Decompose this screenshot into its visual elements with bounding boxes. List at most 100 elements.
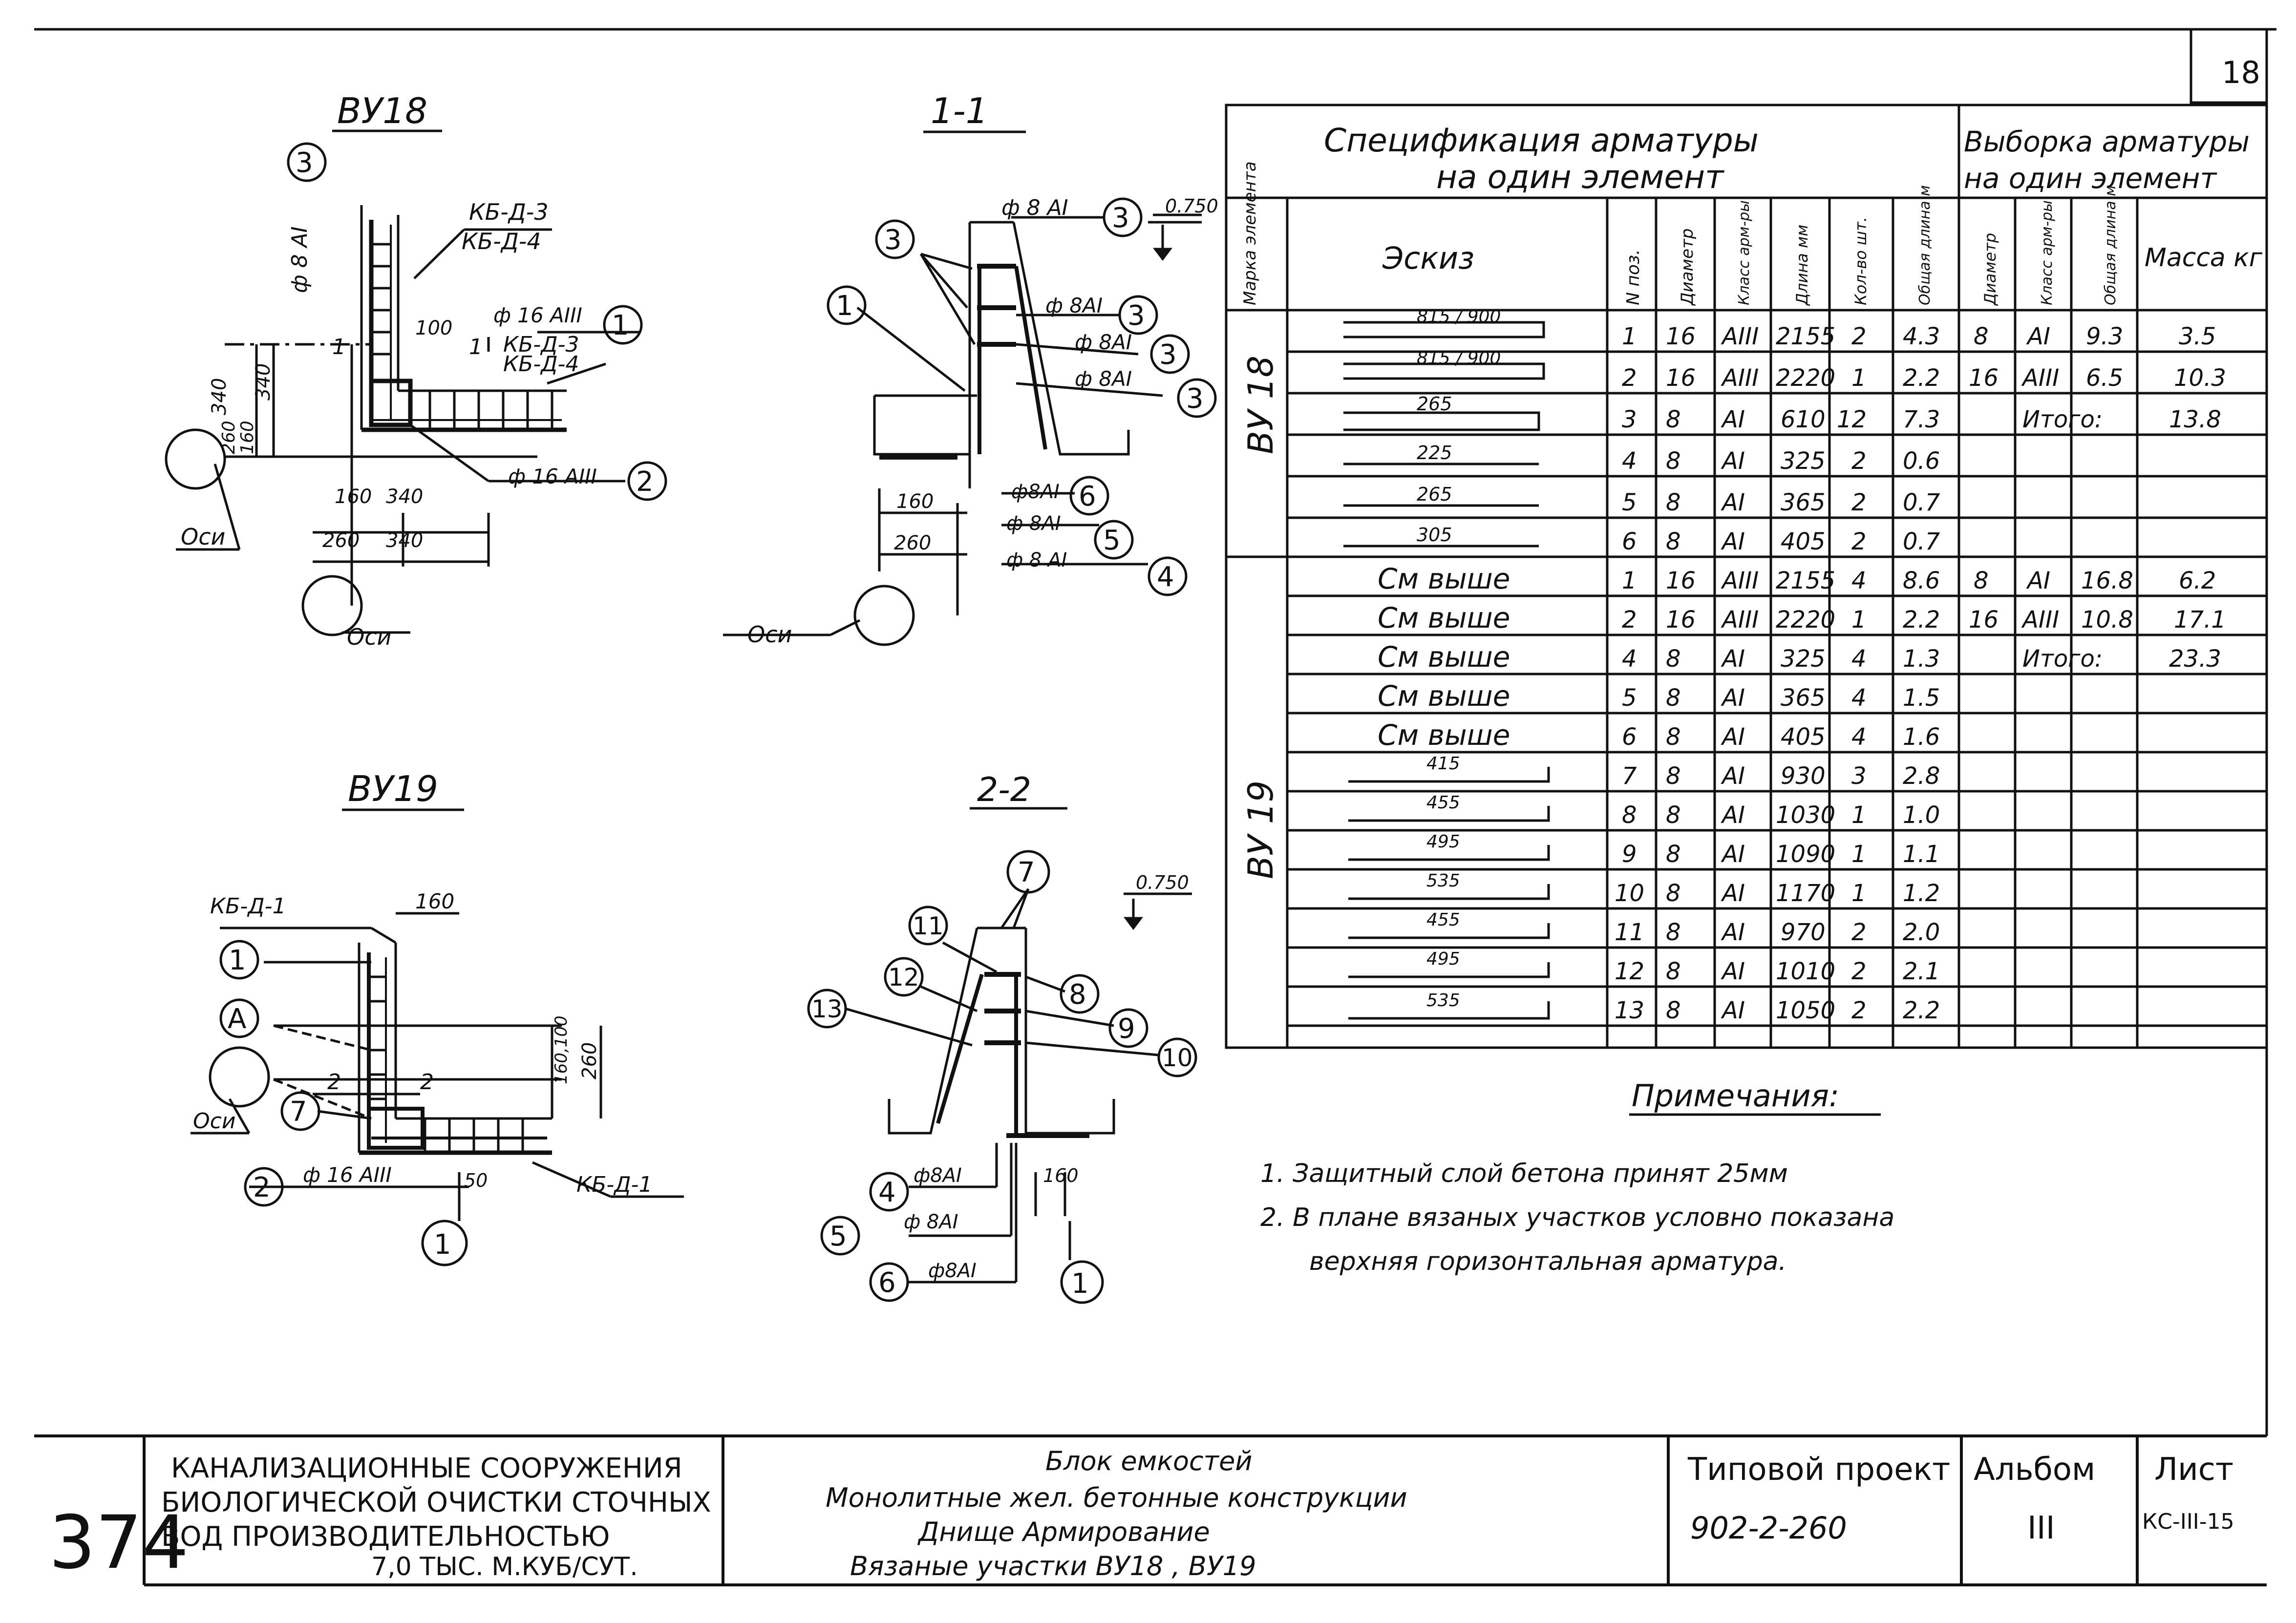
sec11-bar-5: ф 8АI (1006, 512, 1061, 535)
row-pos: 4 (1622, 645, 1637, 673)
row-pos: 3 (1622, 406, 1637, 433)
tb-org-3: ВОД ПРОИЗВОДИТЕЛЬНОСТЬЮ (161, 1521, 610, 1553)
col-mark: Марка элемента (1240, 161, 1260, 305)
row-diam: 8 (1666, 528, 1681, 555)
row-class: АI (1721, 958, 1745, 985)
vu18-dim-b160: 160 (335, 485, 372, 508)
row-pos: 5 (1622, 489, 1637, 516)
row-qty: 1 (1851, 841, 1867, 868)
sec22-dim-160: 160 (1043, 1165, 1079, 1186)
sec22-bar-4: ф8АI (914, 1164, 962, 1187)
row-sketch: См выше (1378, 601, 1510, 634)
vu18-dim-340b: 340 (252, 363, 275, 400)
col-sel-class: Класс арм-ры (2039, 200, 2056, 305)
sel-total: 9.3 (2086, 323, 2123, 350)
row-total: 1.2 (1903, 880, 1940, 907)
spec-rows-vu18: 815 / 900 1 16 АIII 2155 2 4.3 815 / 900… (1417, 307, 2226, 555)
col-diam: Диаметр (1678, 229, 1697, 306)
tb-desc-2: Монолитные жел. бетонные конструкции (826, 1482, 1407, 1513)
row-qty: 4 (1851, 567, 1867, 594)
row-diam: 8 (1666, 684, 1681, 712)
row-sketch: 495 (1426, 832, 1460, 852)
row-length: 365 (1781, 489, 1826, 516)
sec11-dim-260: 260 (894, 532, 931, 554)
sec22-callout-12: 12 (888, 963, 919, 991)
row-qty: 2 (1851, 997, 1867, 1024)
note-2: 2. В плане вязаных участков условно пока… (1260, 1203, 1894, 1232)
row-total: 2.2 (1903, 997, 1940, 1024)
row-total: 1.5 (1903, 684, 1940, 712)
sel-class: АI (2026, 567, 2050, 594)
row-length: 1090 (1776, 841, 1835, 868)
sec22-bar-6: ф8АI (928, 1260, 977, 1282)
sel-diam: 8 (1974, 567, 1989, 594)
tb-code: 374 (49, 1500, 189, 1585)
tb-sheet-value: КС-III-15 (2142, 1509, 2234, 1534)
row-total: 0.7 (1903, 528, 1940, 555)
row-sketch: См выше (1378, 679, 1510, 713)
sel-sum-label: Итого: (2022, 645, 2103, 673)
vu19-title: ВУ19 (348, 768, 438, 809)
col-qty: Кол-во шт. (1851, 217, 1870, 305)
vu18-kb-top-2: КБ-Д-4 (462, 228, 541, 254)
vu19-dim-160: 160 (415, 889, 454, 913)
selection-title-line2: на один элемент (1964, 162, 2217, 195)
row-class: АIII (1721, 606, 1759, 633)
row-pos: 6 (1622, 723, 1637, 751)
sec22-callout-11: 11 (913, 912, 944, 940)
sec22-callout-7: 7 (1018, 857, 1035, 888)
tb-desc-4: Вязаные участки ВУ18 , ВУ19 (850, 1551, 1256, 1581)
sec22-bar-5: ф 8АI (904, 1211, 958, 1233)
row-class: АI (1721, 997, 1745, 1024)
vu18-dim-b340: 340 (386, 485, 423, 508)
row-total: 2.2 (1903, 364, 1940, 392)
row-qty: 4 (1851, 684, 1867, 712)
sec11-bar-c: ф 8АI (1075, 367, 1132, 391)
row-qty: 12 (1837, 406, 1867, 433)
sec11-bar-top: ф 8 АI (1001, 195, 1068, 220)
vu19-dim-160-100: 160,100 (552, 1015, 571, 1084)
row-pos: 2 (1622, 606, 1637, 633)
sel-mass: 3.5 (2179, 323, 2216, 350)
sel-sum-value: 23.3 (2169, 645, 2221, 673)
row-sketch: 265 (1417, 484, 1452, 505)
row-total: 2.2 (1903, 606, 1940, 633)
row-pos: 10 (1615, 880, 1644, 907)
vu19-dim-260: 260 (578, 1042, 601, 1079)
sel-total: 10.8 (2081, 606, 2133, 633)
row-diam: 16 (1666, 323, 1696, 350)
row-total: 8.6 (1903, 567, 1940, 594)
row-class: АI (1721, 645, 1745, 673)
note-1: 1. Защитный слой бетона принят 25мм (1260, 1159, 1788, 1188)
row-class: АI (1721, 684, 1745, 712)
row-diam: 8 (1666, 997, 1681, 1024)
row-class: АI (1721, 528, 1745, 555)
row-length: 1170 (1776, 880, 1835, 907)
vu18-kb-top-1: КБ-Д-3 (469, 199, 549, 225)
row-pos: 5 (1622, 684, 1637, 712)
row-diam: 8 (1666, 880, 1681, 907)
tb-org-1: КАНАЛИЗАЦИОННЫЕ СООРУЖЕНИЯ (171, 1453, 682, 1484)
col-total: Общая длина м (1916, 185, 1934, 305)
vu18-kb-mid-2: КБ-Д-4 (503, 352, 579, 377)
row-total: 1.6 (1903, 723, 1940, 751)
vu18-dim-160: 160 (237, 421, 257, 454)
vu19-dim-50: 50 (464, 1170, 488, 1191)
row-sketch: 495 (1426, 949, 1460, 969)
row-total: 0.7 (1903, 489, 1940, 516)
row-class: АI (1721, 841, 1745, 868)
row-length: 405 (1781, 528, 1826, 555)
row-sketch: 815 / 900 (1417, 307, 1501, 327)
tb-project-number: 902-2-260 (1690, 1510, 1847, 1546)
row-sketch: 305 (1417, 524, 1452, 546)
row-length: 325 (1781, 447, 1826, 475)
row-sketch: 455 (1426, 793, 1460, 813)
group-mark-vu19: ВУ 19 (1241, 780, 1281, 879)
sec11-dim-160: 160 (896, 490, 934, 513)
row-total: 2.1 (1903, 958, 1940, 985)
vu19-callout-7: 7 (290, 1096, 307, 1128)
row-sketch: 535 (1426, 871, 1460, 891)
row-diam: 8 (1666, 919, 1681, 946)
sel-diam: 16 (1969, 606, 1998, 633)
vu18-axis-b: Оси (347, 624, 391, 650)
